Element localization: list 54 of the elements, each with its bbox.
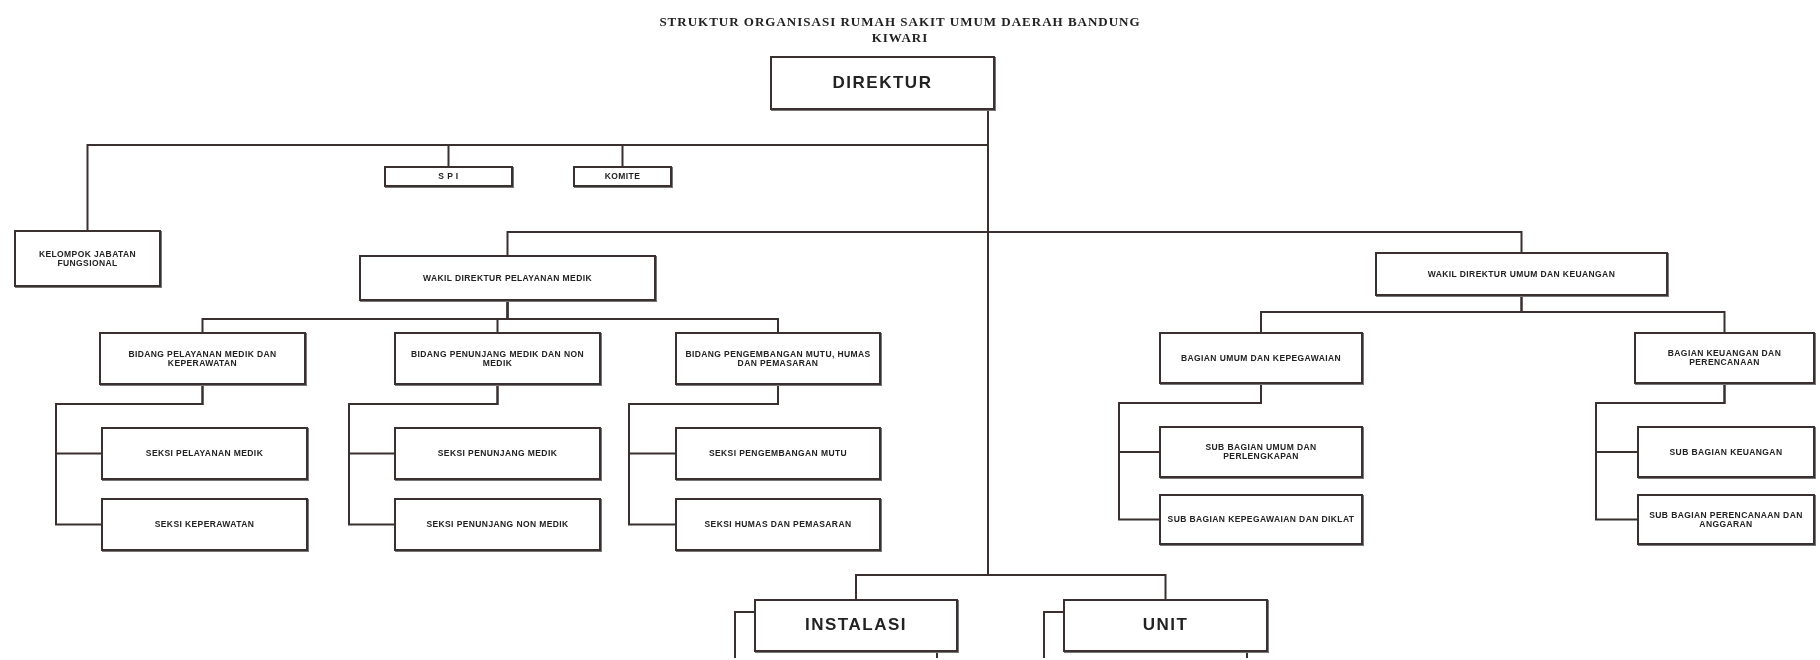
- connector-line: [506, 300, 779, 333]
- org-unit-box: [14, 230, 161, 287]
- connector-line: [628, 384, 779, 526]
- unit-name: S P I: [438, 172, 459, 181]
- org-unit-box: [1637, 494, 1815, 545]
- org-unit-box: [573, 166, 672, 187]
- unit-name: SEKSI PENUNJANG NON MEDIK: [426, 520, 569, 529]
- org-unit-box: [394, 427, 601, 480]
- unit-name: WAKIL DIREKTUR PELAYANAN MEDIK: [423, 273, 592, 283]
- org-unit-box: [394, 498, 601, 551]
- unit-name: SUB BAGIAN KEPEGAWAIAN DAN DIKLAT: [1167, 515, 1355, 524]
- connector-line: [55, 384, 204, 526]
- unit-name: KELOMPOK JABATAN FUNGSIONAL: [37, 249, 138, 268]
- unit-name: BIDANG PELAYANAN MEDIK DAN KEPERAWATAN: [127, 349, 278, 368]
- connector-line: [1118, 383, 1262, 521]
- unit-name: BIDANG PENUNJANG MEDIK DAN NON MEDIK: [409, 349, 585, 368]
- org-unit-box: [754, 599, 958, 652]
- connector-line: [348, 384, 499, 526]
- org-unit-box: [99, 332, 306, 385]
- unit-name: SEKSI PENUNJANG MEDIK: [437, 449, 558, 458]
- unit-name: KOMITE: [604, 172, 641, 181]
- org-unit-box: [675, 332, 881, 385]
- unit-name: WAKIL DIREKTUR UMUM DAN KEUANGAN: [1427, 269, 1616, 279]
- unit-name: BAGIAN UMUM DAN KEPEGAWAIAN: [1181, 353, 1341, 363]
- unit-name: SUB BAGIAN KEUANGAN: [1669, 447, 1783, 457]
- unit-name: BIDANG PENGEMBANGAN MUTU, HUMAS DAN PEMASARAN: [684, 349, 872, 368]
- unit-name: SEKSI PELAYANAN MEDIK: [145, 449, 264, 458]
- org-unit-box: [394, 332, 601, 385]
- org-unit-box: [675, 427, 881, 480]
- unit-name: DIREKTUR: [832, 73, 933, 93]
- org-unit-box: [384, 166, 513, 187]
- org-unit-box: [1375, 252, 1668, 296]
- org-unit-box: [1063, 599, 1268, 652]
- unit-name: UNIT: [1142, 616, 1189, 635]
- chart-title: STRUKTUR ORGANISASI RUMAH SAKIT UMUM DAERAH BANDUNG KIWARI: [658, 14, 1142, 46]
- unit-name: SEKSI KEPERAWATAN: [154, 520, 255, 529]
- org-unit-box: [675, 498, 881, 551]
- org-unit-box: [1159, 426, 1363, 478]
- org-unit-box: [1159, 494, 1363, 545]
- unit-name: BAGIAN KEUANGAN DAN PERENCANAAN: [1666, 349, 1783, 367]
- unit-name: SUB BAGIAN PERENCANAAN DAN ANGGARAN: [1648, 510, 1804, 529]
- org-unit-box: [770, 56, 995, 110]
- unit-name: SEKSI HUMAS DAN PEMASARAN: [704, 520, 852, 529]
- unit-name: INSTALASI: [805, 616, 907, 635]
- unit-name: SUB BAGIAN UMUM DAN PERLENGKAPAN: [1204, 443, 1318, 461]
- org-unit-box: [1637, 426, 1815, 478]
- org-unit-box: [1634, 332, 1815, 384]
- org-unit-box: [359, 255, 656, 301]
- connector-line: [1595, 383, 1726, 521]
- unit-name: SEKSI PENGEMBANGAN MUTU: [708, 449, 848, 458]
- connector-line: [1520, 295, 1726, 333]
- org-unit-box: [101, 498, 308, 551]
- org-unit-box: [101, 427, 308, 480]
- org-unit-box: [1159, 332, 1363, 384]
